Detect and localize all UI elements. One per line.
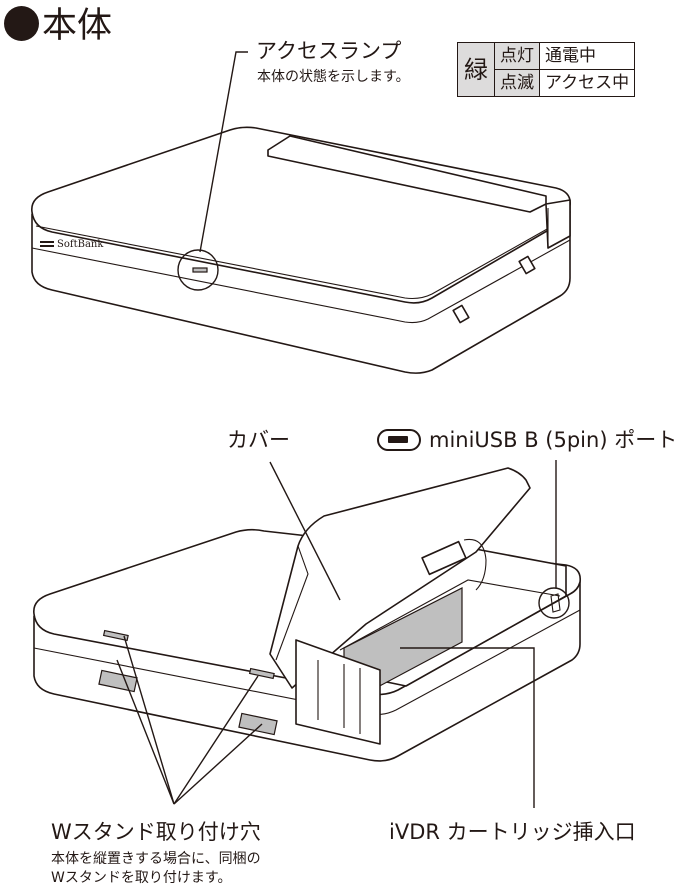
wstand-hole-description: 本体を縦置きする場合に、同梱の (51, 851, 261, 867)
device-closed-drawing (31, 126, 572, 374)
bullet-circle-icon (4, 6, 39, 41)
wstand-leader (173, 675, 259, 805)
page-title-text: 本体 (42, 6, 113, 46)
page-title: 本体 (0, 6, 112, 46)
lamp-state-cell: 点滅 (494, 69, 540, 97)
table-row: 点滅 アクセス中 (458, 69, 636, 97)
usb-port-label-text: miniUSB B (5pin) ポート (429, 428, 678, 452)
wstand-hole-label: Wスタンド取り付け穴 (51, 820, 261, 844)
mini-usb-port-icon (377, 429, 421, 451)
wstand-hole-description: Wスタンドを取り付けます。 (51, 870, 232, 886)
cover-label: カバー (227, 428, 290, 452)
wstand-leader (173, 723, 263, 805)
cover-leader (269, 461, 341, 601)
access-lamp-leader (199, 51, 248, 253)
access-lamp-description: 本体の状態を示します。 (257, 69, 410, 85)
access-lamp-label: アクセスランプ (256, 39, 402, 63)
lamp-color-cell: 緑 (457, 42, 495, 97)
lamp-status-table: 緑 点灯 通電中 点滅 アクセス中 (457, 42, 636, 97)
lamp-meaning-cell: アクセス中 (538, 69, 636, 97)
table-row: 緑 点灯 通電中 (457, 42, 636, 97)
usb-port-label: miniUSB B (5pin) ポート (377, 428, 677, 452)
ivdr-slot-label: iVDR カートリッジ挿入口 (389, 820, 636, 844)
lamp-meaning-cell: 通電中 (538, 42, 636, 70)
device-open-drawing (33, 467, 582, 762)
brand-logo-text: SoftBank (57, 239, 104, 250)
wstand-leader (116, 659, 175, 805)
ivdr-leader (400, 647, 535, 808)
wstand-leader (123, 635, 175, 805)
